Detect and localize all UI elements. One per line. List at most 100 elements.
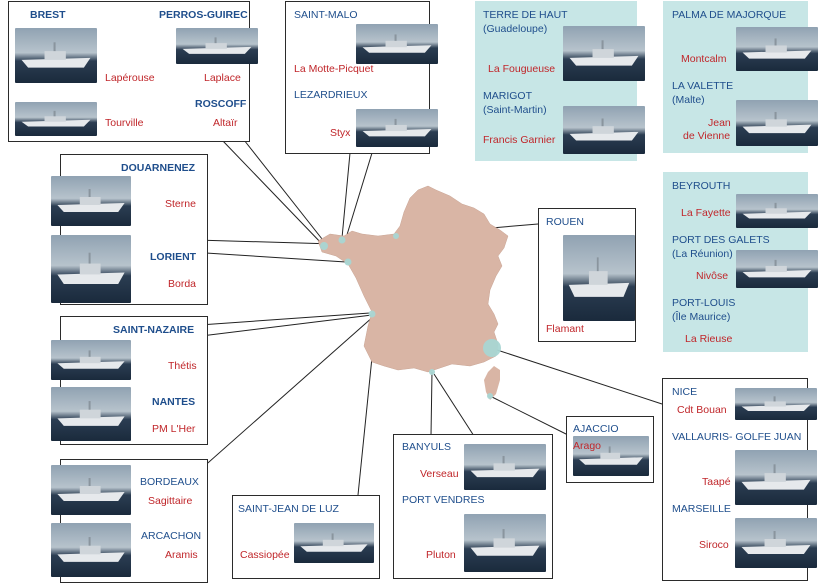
ship-silhouette-icon [742,111,812,134]
ship-silhouette-icon [579,446,643,465]
ship-cdt-bouan: Cdt Bouan [677,404,727,416]
photo-siroco [735,518,817,568]
ship-silhouette-icon [300,533,368,552]
ship-montcalm: Montcalm [681,53,727,65]
ship-thetis: Thétis [168,360,197,372]
label-palma: PALMA DE MAJORQUE [672,9,787,21]
photo-taape [735,450,817,505]
label-saint-jean-de-luz: SAINT-JEAN DE LUZ [238,503,339,515]
photo-sterne [51,176,131,226]
label-la-reunion: (La Réunion) [672,248,733,260]
ship-pm-lher: PM L'Her [152,423,196,435]
ship-francis-garnier: Francis Garnier [483,134,556,146]
label-lezardrieux: LEZARDRIEUX [294,89,368,101]
label-ajaccio: AJACCIO [573,423,619,435]
photo-aramis [51,523,131,577]
ship-silhouette-icon [569,118,639,141]
photo-la-fougueuse [563,26,645,81]
ship-silhouette-icon [741,464,811,490]
photo-pm-lher [51,387,131,441]
label-arcachon: ARCACHON [141,530,202,542]
ship-aramis: Aramis [165,549,198,561]
label-beyrouth: BEYROUTH [672,180,731,192]
ship-silhouette-icon [57,350,125,369]
label-marseille: MARSEILLE [672,503,731,515]
label-nice: NICE [672,386,698,398]
label-rouen: ROUEN [546,216,584,228]
ship-silhouette-icon [362,34,432,53]
ship-nivose: Nivôse [696,270,729,282]
corsica [484,366,500,400]
ship-silhouette-icon [569,40,639,66]
ship-laperouse: Lapérouse [105,72,155,84]
photo-laperouse [15,28,97,83]
label-douarnenez: DOUARNENEZ [121,162,196,174]
ship-silhouette-icon [742,202,812,219]
photo-tourville [15,102,97,136]
ship-jean: Jean [708,117,731,129]
label-perros-guirec: PERROS-GUIREC [159,9,248,21]
photo-cassiopee [294,523,374,563]
ship-laplace: Laplace [204,72,241,84]
ship-borda: Borda [168,278,197,290]
photo-flamant [563,235,635,321]
ship-taape: Taapé [702,476,731,488]
photo-arago [573,436,649,476]
label-roscoff: ROSCOFF [195,98,247,110]
label-guadeloupe: (Guadeloupe) [483,23,548,35]
ship-silhouette-icon [568,257,630,297]
ship-silhouette-icon [57,401,125,426]
photo-cdt-bouan [735,388,817,420]
ship-silhouette-icon [21,42,91,68]
ship-silhouette-icon [21,110,91,127]
label-marigot: MARIGOT [483,90,532,102]
ship-silhouette-icon [470,529,540,556]
label-nantes: NANTES [152,396,196,408]
photo-la-fayette [736,194,818,228]
ship-styx: Styx [330,127,351,139]
label-port-louis: PORT-LOUIS [672,297,736,309]
label-la-valette: LA VALETTE [672,80,734,92]
ship-flamant: Flamant [546,323,584,335]
france-mainland [317,185,509,373]
ship-cassiopee: Cassiopée [240,549,290,561]
label-brest: BREST [30,9,66,21]
photo-styx [356,109,438,147]
ship-verseau: Verseau [420,468,459,480]
port-dots [320,233,501,399]
label-lorient: LORIENT [150,251,197,263]
photo-jean-de-vienne [736,100,818,146]
ship-silhouette-icon [182,37,252,54]
label-bordeaux: BORDEAUX [140,476,199,488]
ship-silhouette-icon [741,531,811,554]
label-malte: (Malte) [672,94,705,106]
photo-montcalm [736,27,818,71]
label-saint-martin: (Saint-Martin) [483,104,547,116]
label-saint-malo: SAINT-MALO [294,9,358,21]
photo-thetis [51,340,131,380]
ship-sterne: Sterne [165,198,196,210]
ship-silhouette-icon [742,259,812,278]
label-banyuls: BANYULS [402,441,452,453]
ship-silhouette-icon [57,189,125,212]
photo-laplace [176,28,258,64]
ship-silhouette-icon [57,252,125,284]
photo-pluton [464,514,546,572]
label-port-vendres: PORT VENDRES [402,494,485,506]
ship-silhouette-icon [742,38,812,59]
label-ile-maurice: (Île Maurice) [672,311,731,323]
ship-silhouette-icon [57,537,125,562]
ship-silhouette-icon [741,396,811,412]
photo-la-motte-picquet [356,24,438,64]
photo-verseau [464,444,546,490]
ship-la-motte-picquet: La Motte-Picquet [294,63,374,75]
ship-arago: Arago [573,440,602,452]
label-saint-nazaire: SAINT-NAZAIRE [113,324,195,336]
ship-altair: Altaïr [213,117,238,129]
photo-francis-garnier [563,106,645,154]
photo-nivose [736,250,818,288]
ship-la-fayette: La Fayette [681,207,731,219]
label-port-des-galets: PORT DES GALETS [672,234,770,246]
label-vallauris: VALLAURIS- GOLFE JUAN [672,431,802,443]
